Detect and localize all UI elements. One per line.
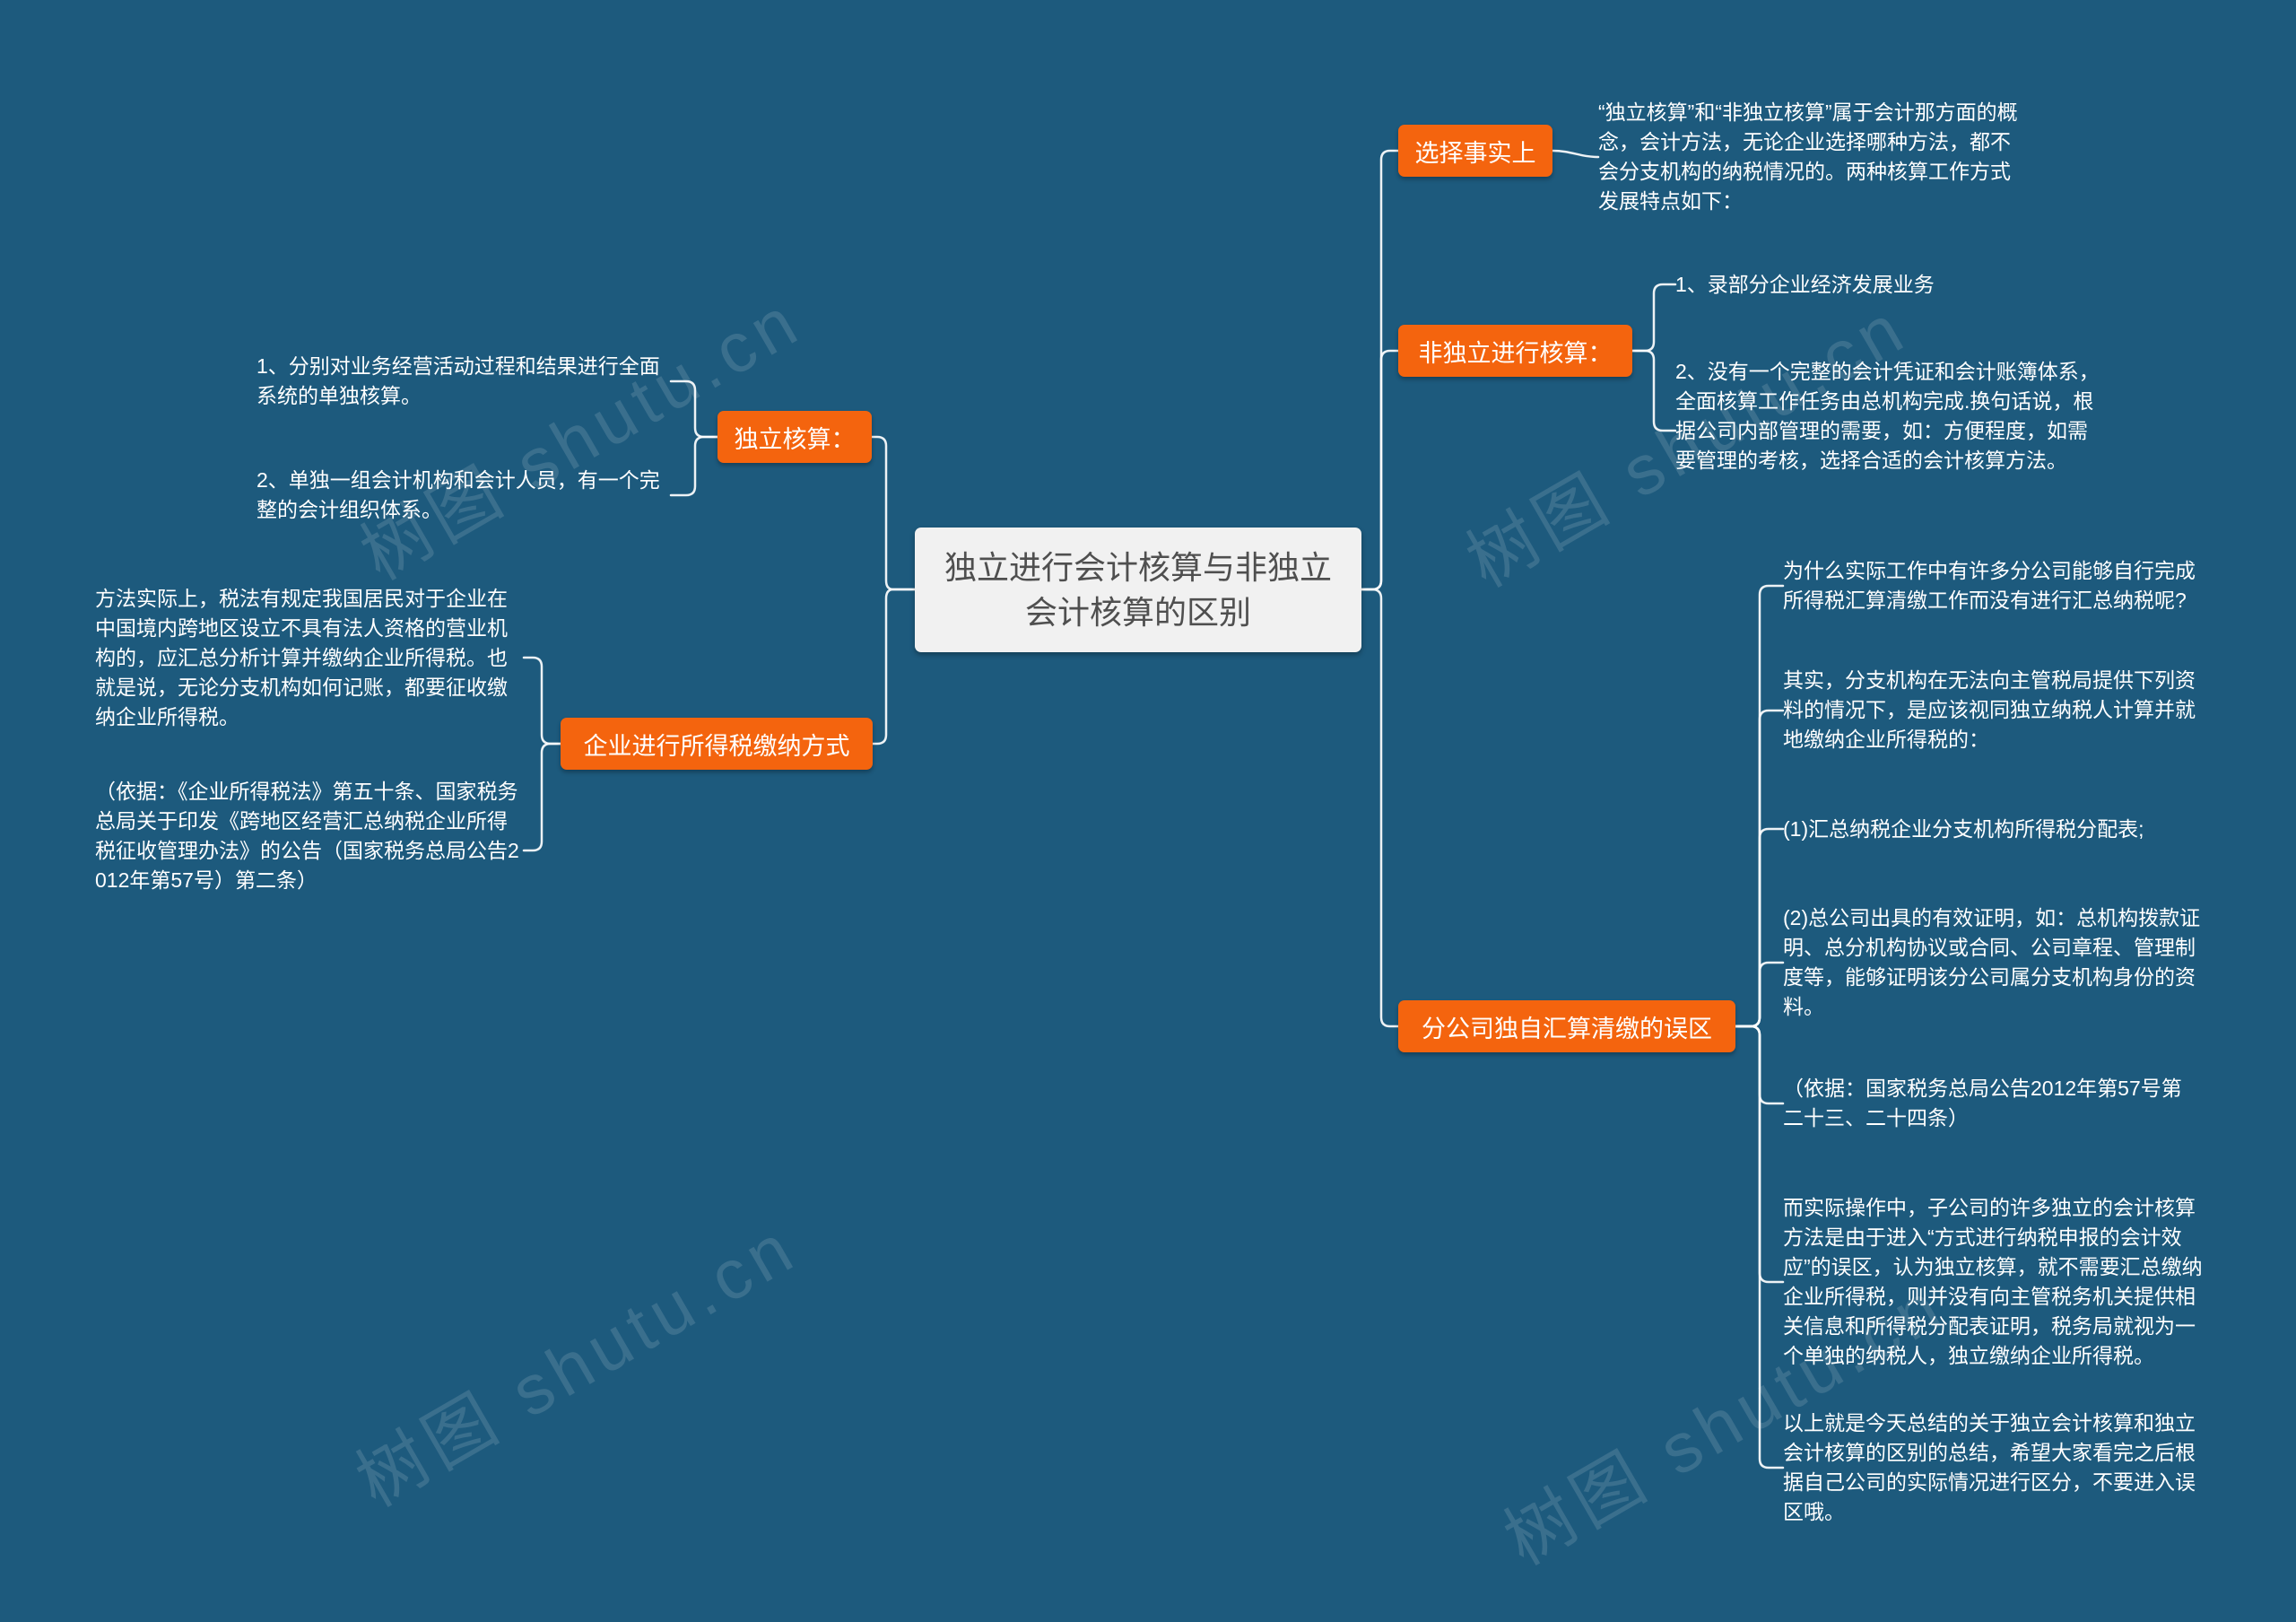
connector-taxmethod-item1 <box>522 656 562 746</box>
connector-choice-item1 <box>1551 149 1600 159</box>
leaf-note-misconception-2[interactable]: 其实，分支机构在无法向主管税局提供下列资料的情况下，是应该视同独立纳税人计算并就… <box>1783 668 2196 751</box>
connector-misconception-item3 <box>1734 827 1785 1028</box>
connector-nonindependent-item2 <box>1631 349 1677 432</box>
connector-misconception-item2 <box>1734 709 1785 1028</box>
branch-node-choice-in-fact[interactable]: 选择事实上 <box>1398 125 1552 177</box>
leaf-note-misconception-1[interactable]: 为什么实际工作中有许多分公司能够自行完成所得税汇算清缴工作而没有进行汇总纳税呢? <box>1783 559 2196 612</box>
connector-nonindependent-item1 <box>1631 283 1677 353</box>
connector-misconception-item6 <box>1734 1025 1785 1284</box>
central-topic[interactable]: 独立进行会计核算与非独立会计核算的区别 <box>915 528 1361 652</box>
leaf-note-taxmethod-2[interactable]: （依据：《企业所得税法》第五十条、国家税务总局关于印发《跨地区经营汇总纳税企业所… <box>95 780 519 892</box>
branch-node-independent-accounting[interactable]: 独立核算： <box>718 411 872 463</box>
leaf-note-misconception-7[interactable]: 以上就是今天总结的关于独立会计核算和独立会计核算的区别的总结，希望大家看完之后根… <box>1783 1411 2196 1523</box>
leaf-note-independent-1[interactable]: 1、分别对业务经营活动过程和结果进行全面系统的单独核算。 <box>257 354 660 407</box>
connector-taxmethod-item2 <box>522 742 562 852</box>
branch-node-branch-settlement-misconception[interactable]: 分公司独自汇算清缴的误区 <box>1398 1000 1735 1052</box>
connector-misconception-item7 <box>1734 1025 1785 1469</box>
connector-misconception-item1 <box>1734 584 1785 1028</box>
connector-center-to-taxmethod <box>871 588 917 746</box>
leaf-note-independent-2[interactable]: 2、单独一组会计机构和会计人员，有一个完整的会计组织体系。 <box>257 468 660 521</box>
connector-misconception-item4 <box>1734 961 1785 1028</box>
branch-node-tax-payment-method[interactable]: 企业进行所得税缴纳方式 <box>561 718 873 770</box>
leaf-note-misconception-4[interactable]: (2)总公司出具的有效证明，如：总机构拨款证明、总分机构协议或合同、公司章程、管… <box>1783 906 2201 1018</box>
leaf-note-misconception-5[interactable]: （依据：国家税务总局公告2012年第57号第二十三、二十四条） <box>1783 1077 2182 1129</box>
leaf-note-taxmethod-1[interactable]: 方法实际上，税法有规定我国居民对于企业在中国境内跨地区设立不具有法人资格的营业机… <box>95 587 508 728</box>
connector-misconception-item5 <box>1734 1025 1785 1105</box>
leaf-note-nonindependent-2[interactable]: 2、没有一个完整的会计凭证和会计账簿体系，全面核算工作任务由总机构完成.换句话说… <box>1675 360 2100 472</box>
branch-node-non-independent-accounting[interactable]: 非独立进行核算： <box>1398 325 1632 377</box>
watermark: 树图 shutu.cn <box>344 1206 810 1522</box>
connector-center-to-choice <box>1360 149 1400 591</box>
leaf-note-misconception-6[interactable]: 而实际操作中，子公司的许多独立的会计核算方法是由于进入“方式进行纳税申报的会计效… <box>1783 1196 2203 1367</box>
leaf-note-nonindependent-1[interactable]: 1、录部分企业经济发展业务 <box>1675 273 1935 296</box>
connector-center-to-misconception <box>1360 588 1400 1028</box>
connector-independent-item2 <box>669 435 719 497</box>
connector-center-to-independent <box>870 435 917 591</box>
connector-independent-item1 <box>669 379 719 439</box>
connector-center-to-nonindependent <box>1360 349 1400 591</box>
leaf-note-misconception-3[interactable]: (1)汇总纳税企业分支机构所得税分配表; <box>1783 817 2144 841</box>
leaf-note-choice-1[interactable]: “独立核算”和“非独立核算”属于会计那方面的概念，会计方法，无论企业选择哪种方法… <box>1598 100 2018 213</box>
